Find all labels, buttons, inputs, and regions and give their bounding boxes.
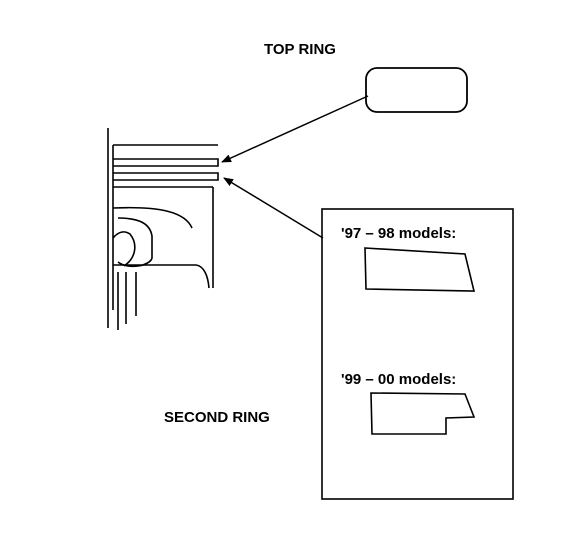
top-ring-arrow [221, 95, 369, 163]
second-ring-inset-box [321, 208, 514, 500]
piston-illustration [107, 128, 219, 330]
top-ring-label: TOP RING [264, 41, 336, 58]
second-ring-arrow [223, 177, 324, 239]
top-ring-cross-section [365, 67, 468, 113]
model-99-00-label: '99 – 00 models: [341, 371, 457, 388]
second-ring-groove [113, 172, 219, 181]
model-97-98-label: '97 – 98 models: [341, 225, 457, 242]
second-ring-profile-97-98 [364, 247, 476, 292]
top-ring-groove [113, 158, 219, 167]
second-ring-label: SECOND RING [164, 409, 270, 426]
second-ring-profile-99-00 [370, 392, 476, 435]
